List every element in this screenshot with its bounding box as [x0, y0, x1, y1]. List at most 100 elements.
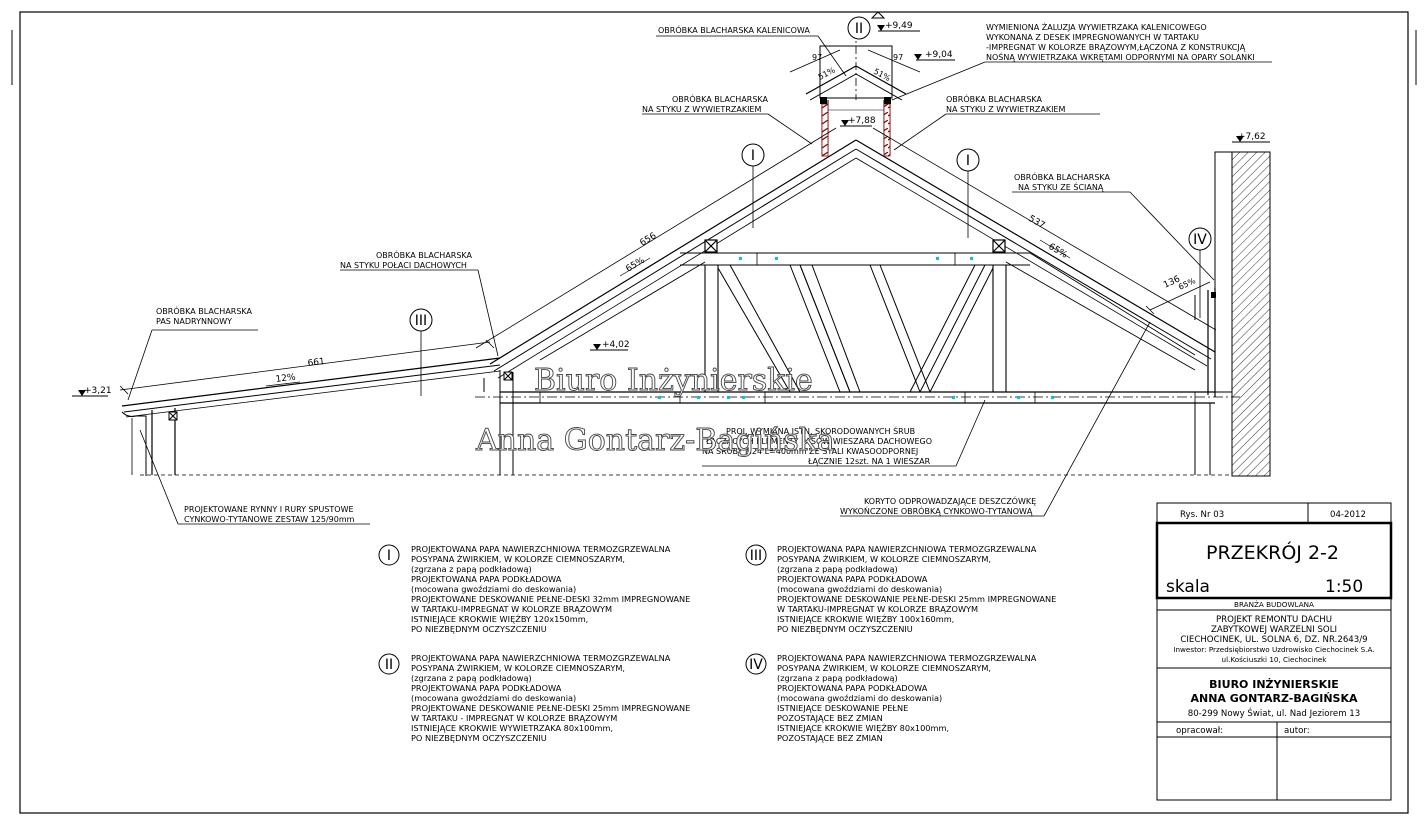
legend-i-line: ISTNIEJĄCE KROKWIE WIĘŹBY 120x150mm, — [411, 613, 588, 624]
dimension-lines — [119, 49, 1217, 395]
legend-ii-line: PROJEKTOWANA PAPA NAWIERZCHNIOWA TERMOZG… — [411, 653, 671, 663]
legend-ii-line: W TARTAKU - IMPREGNAT W KOLORZE BRĄZOWYM — [411, 713, 617, 723]
vent-joint-left-line2: NA STYKU Z WYWIETRZAKIEM — [642, 105, 761, 114]
level-wall: +7,62 — [1238, 132, 1266, 142]
pitch-lower: 12% — [275, 373, 297, 385]
investor-line2: ul.Kościuszki 10, Ciechocinek — [1222, 655, 1328, 664]
marker-i-left-text: I — [751, 148, 755, 164]
drawing-date: 04-2012 — [1330, 510, 1366, 520]
legend-i-line: W TARTAKU-IMPREGNAT W KOLORZE BRĄZOWYM — [411, 604, 612, 614]
legend-iv-line: POZOSTAJĄCE BEZ ZMIAN — [777, 733, 883, 743]
pitch-main-right: 65% — [1047, 242, 1070, 261]
legend-iv-line: POZOSTAJĄCE BEZ ZMIAN — [777, 713, 883, 723]
project-line1: PROJEKT REMONTU DACHU — [1216, 615, 1332, 625]
bolts-line1: PROJ. WYMIANA ISTN. SKORODOWANYCH ŚRUB — [726, 425, 915, 436]
dim-vent-right: 97 — [893, 53, 903, 62]
wall-joint-line1: OBRÓBKA BLACHARSKA — [1014, 171, 1111, 182]
legend-iv-line: (mocowana gwoździami do deskowania) — [777, 693, 942, 703]
louver-note-line4: NOŚNĄ WYWIETRZAKA WKRĘTAMI ODPORNYMI NA … — [986, 51, 1255, 62]
watermark-line1: Biuro Inżynierskie — [534, 363, 813, 398]
gutter-strip-line2: PAS NADRYNNOWY — [156, 317, 232, 326]
trough-line1: KORYTO ODPROWADZAJĄCE DESZCZÓWKĘ — [864, 495, 1036, 506]
dim-slope-left: 656 — [638, 231, 658, 249]
legend-iii-mark: III — [750, 548, 762, 564]
legend-ii-mark: II — [385, 657, 393, 673]
wall-flashing-clip — [1211, 292, 1216, 298]
legend-iii-line: PROJEKTOWANE DESKOWANIE PEŁNE-DESKI 25mm… — [777, 594, 1056, 604]
section-marker-i-right: I — [956, 148, 980, 238]
firm-address: 80-299 Nowy Świat, ul. Nad Jeziorem 13 — [1188, 707, 1361, 719]
legend-iv-line: (zgrzana z papą podkładową) — [777, 673, 898, 683]
watermark-line2: Anna Gontarz-Bagińska — [475, 423, 835, 458]
section-marker-iv: IV — [1188, 227, 1212, 318]
legend-iii-line: PROJEKTOWANA PAPA PODKŁADOWA — [777, 574, 928, 584]
firm-name-line1: BIURO INŻYNIERSKIE — [1209, 677, 1339, 691]
trough-line2: WYKOŃCZONE OBRÓBKĄ CYNKOWO-TYTANOWĄ — [840, 505, 1033, 516]
scale-value: 1:50 — [1325, 577, 1363, 597]
level-markers — [72, 11, 1270, 397]
legend-iv-line: ISTNIEJĄCE KROKWIE WIĘŹBY 80x100mm, — [777, 722, 949, 733]
legend-iii-line: PO NIEZBĘDNYM OCZYSZCZENIU — [777, 624, 913, 634]
section-marker-ii: II — [847, 16, 871, 40]
legend-i-line: (zgrzana z papą podkładową) — [411, 564, 532, 574]
legend-iii-line: W TARTAKU-IMPREGNAT W KOLORZE BRĄZOWYM — [777, 604, 978, 614]
legend-i-mark: I — [387, 548, 391, 564]
level-arrows — [78, 25, 1244, 396]
vent-post-right — [884, 97, 891, 104]
legend-ii-line: (zgrzana z papą podkładową) — [411, 673, 532, 683]
wall-cap — [1214, 151, 1233, 393]
vent-louver-left — [821, 103, 829, 157]
legend-iv-mark: IV — [749, 657, 763, 673]
section-marker-i-left: I — [741, 143, 765, 228]
bracing-box-left — [704, 239, 718, 253]
marker-i-right-text: I — [966, 153, 970, 169]
legend-item-iv: IV PROJEKTOWANA PAPA NAWIERZCHNIOWA TERM… — [745, 653, 1037, 743]
roof-structure — [121, 139, 1240, 476]
louver-note-line3: -IMPREGNAT W KOLORZE BRĄZOWYM,ŁĄCZONA Z … — [986, 43, 1246, 52]
legend-iv-line: POSYPANA ŻWIRKIEM, W KOLORZE CIEMNOSZARY… — [777, 663, 991, 673]
slope-joint-line2: NA STYKU POŁACI DACHOWYCH — [340, 261, 467, 270]
legend-iv-line: PROJEKTOWANA PAPA PODKŁADOWA — [777, 683, 928, 693]
legend-iii-line: POSYPANA ŻWIRKIEM, W KOLORZE CIEMNOSZARY… — [777, 554, 991, 564]
drawing-title: PRZEKRÓJ 2-2 — [1206, 540, 1339, 564]
legend-iv-line: PROJEKTOWANA PAPA NAWIERZCHNIOWA TERMOZG… — [777, 653, 1037, 663]
legend-i-line: PROJEKTOWANA PAPA PODKŁADOWA — [411, 574, 562, 584]
prepared-by-label: opracował: — [1176, 726, 1223, 736]
legend-iv-line: ISTNIEJĄCE DESKOWANIE PEŁNE — [777, 703, 908, 713]
pitch-arrows — [265, 239, 1071, 387]
louver-note-line2: WYKONANA Z DESEK IMPREGNOWANYCH W TARTAK… — [986, 33, 1199, 42]
legend-iii-line: (zgrzana z papą podkładową) — [777, 564, 898, 574]
marker-iv-text: IV — [1193, 232, 1207, 248]
legend-ii-line: ISTNIEJĄCE KROKWIE WYWIETRZAKA 80x100mm, — [411, 723, 613, 733]
legend-item-iii: III PROJEKTOWANA PAPA NAWIERZCHNIOWA TER… — [745, 544, 1056, 634]
gutters-line2: CYNKOWO-TYTANOWE ZESTAW 125/90mm — [184, 515, 355, 524]
level-valley: +4,02 — [602, 340, 630, 350]
level-vent-eave: +9,04 — [925, 50, 953, 60]
dim-lower-roof: 661 — [307, 357, 325, 369]
legend-i-line: POSYPANA ŻWIRKIEM, W KOLORZE CIEMNOSZARY… — [411, 554, 625, 564]
bolts-line4: ŁĄCZNIE 12szt. NA 1 WIESZAR — [807, 457, 931, 466]
slope-joint-line1: OBRÓBKA BLACHARSKA — [376, 249, 473, 260]
wall-joint-line2: NA STYKU ZE ŚCIANĄ — [1018, 181, 1104, 192]
legend-i-line: PROJEKTOWANE DESKOWANIE PEŁNE-DESKI 32mm… — [411, 594, 690, 604]
legend-ii-line: PROJEKTOWANE DESKOWANIE PEŁNE-DESKI 25mm… — [411, 703, 690, 713]
marker-iii-text: III — [415, 313, 427, 329]
level-ridge: +7,88 — [848, 116, 876, 126]
legend-iii-line: ISTNIEJĄCE KROKWIE WIĘŹBY 100x160mm, — [777, 613, 954, 624]
ridge-vent — [805, 30, 907, 155]
existing-wall — [1231, 151, 1271, 477]
legend-ii-line: (mocowana gwoździami do deskowania) — [411, 693, 576, 703]
level-ridge-top: +9,49 — [885, 21, 913, 31]
legend-item-i: I PROJEKTOWANA PAPA NAWIERZCHNIOWA TERMO… — [378, 544, 690, 634]
vent-joint-right-line2: NA STYKU Z WYWIETRZAKIEM — [946, 105, 1065, 114]
gutter-strip-line1: OBRÓBKA BLACHARSKA — [156, 305, 253, 316]
section-marker-iii: III — [409, 308, 433, 396]
bracing-box-right — [992, 239, 1006, 253]
legend-item-ii: II PROJEKTOWANA PAPA NAWIERZCHNIOWA TERM… — [378, 653, 690, 743]
legend-i-line: PROJEKTOWANA PAPA NAWIERZCHNIOWA TERMOZG… — [411, 544, 671, 554]
title-block — [1155, 502, 1393, 801]
louver-note-line1: WYMIENIONA ŻALUZJA WYWIETRZAKA KALENICOW… — [986, 22, 1207, 32]
legend-iii-line: (mocowana gwoździami do deskowania) — [777, 584, 942, 594]
legend-ii-line: PROJEKTOWANA PAPA PODKŁADOWA — [411, 683, 562, 693]
